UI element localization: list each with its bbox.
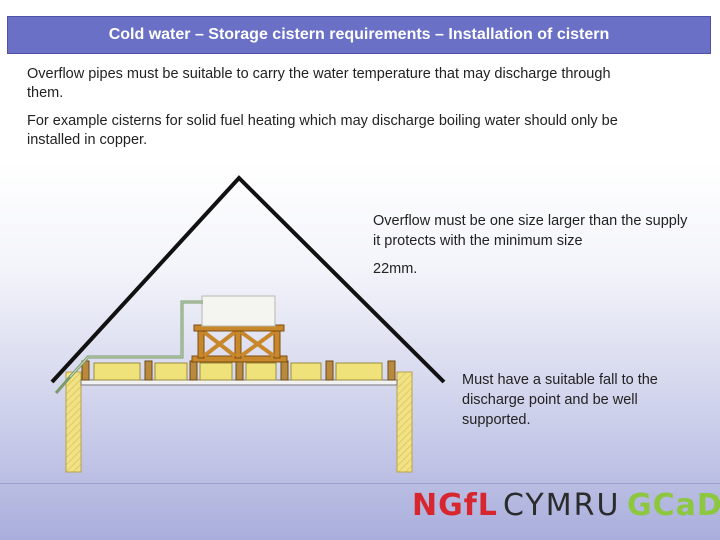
ceiling-beam (80, 379, 398, 386)
title-bar: Cold water – Storage cistern requirement… (7, 16, 711, 54)
ngfl-logo: NGfL (412, 488, 498, 523)
paragraph-overflow-temperature: Overflow pipes must be suitable to carry… (27, 66, 611, 101)
right-wall (396, 371, 413, 473)
gcad-logo: GCaD (627, 488, 720, 523)
note-overflow-size: Overflow must be one size larger than th… (373, 213, 688, 249)
footer-divider (0, 483, 720, 484)
left-wall (65, 371, 82, 473)
cymru-logo: CYMRU (503, 488, 621, 523)
page-title: Cold water – Storage cistern requirement… (108, 26, 610, 43)
cistern-stand (191, 324, 288, 363)
cistern-tank (201, 295, 276, 327)
loft-insulation (93, 362, 383, 381)
note-suitable-fall: Must have a suitable fall to the dischar… (462, 372, 658, 428)
note-minimum-size: 22mm. (373, 261, 418, 277)
paragraph-solid-fuel-copper: For example cisterns for solid fuel heat… (27, 113, 618, 148)
roof-outline (50, 175, 446, 384)
